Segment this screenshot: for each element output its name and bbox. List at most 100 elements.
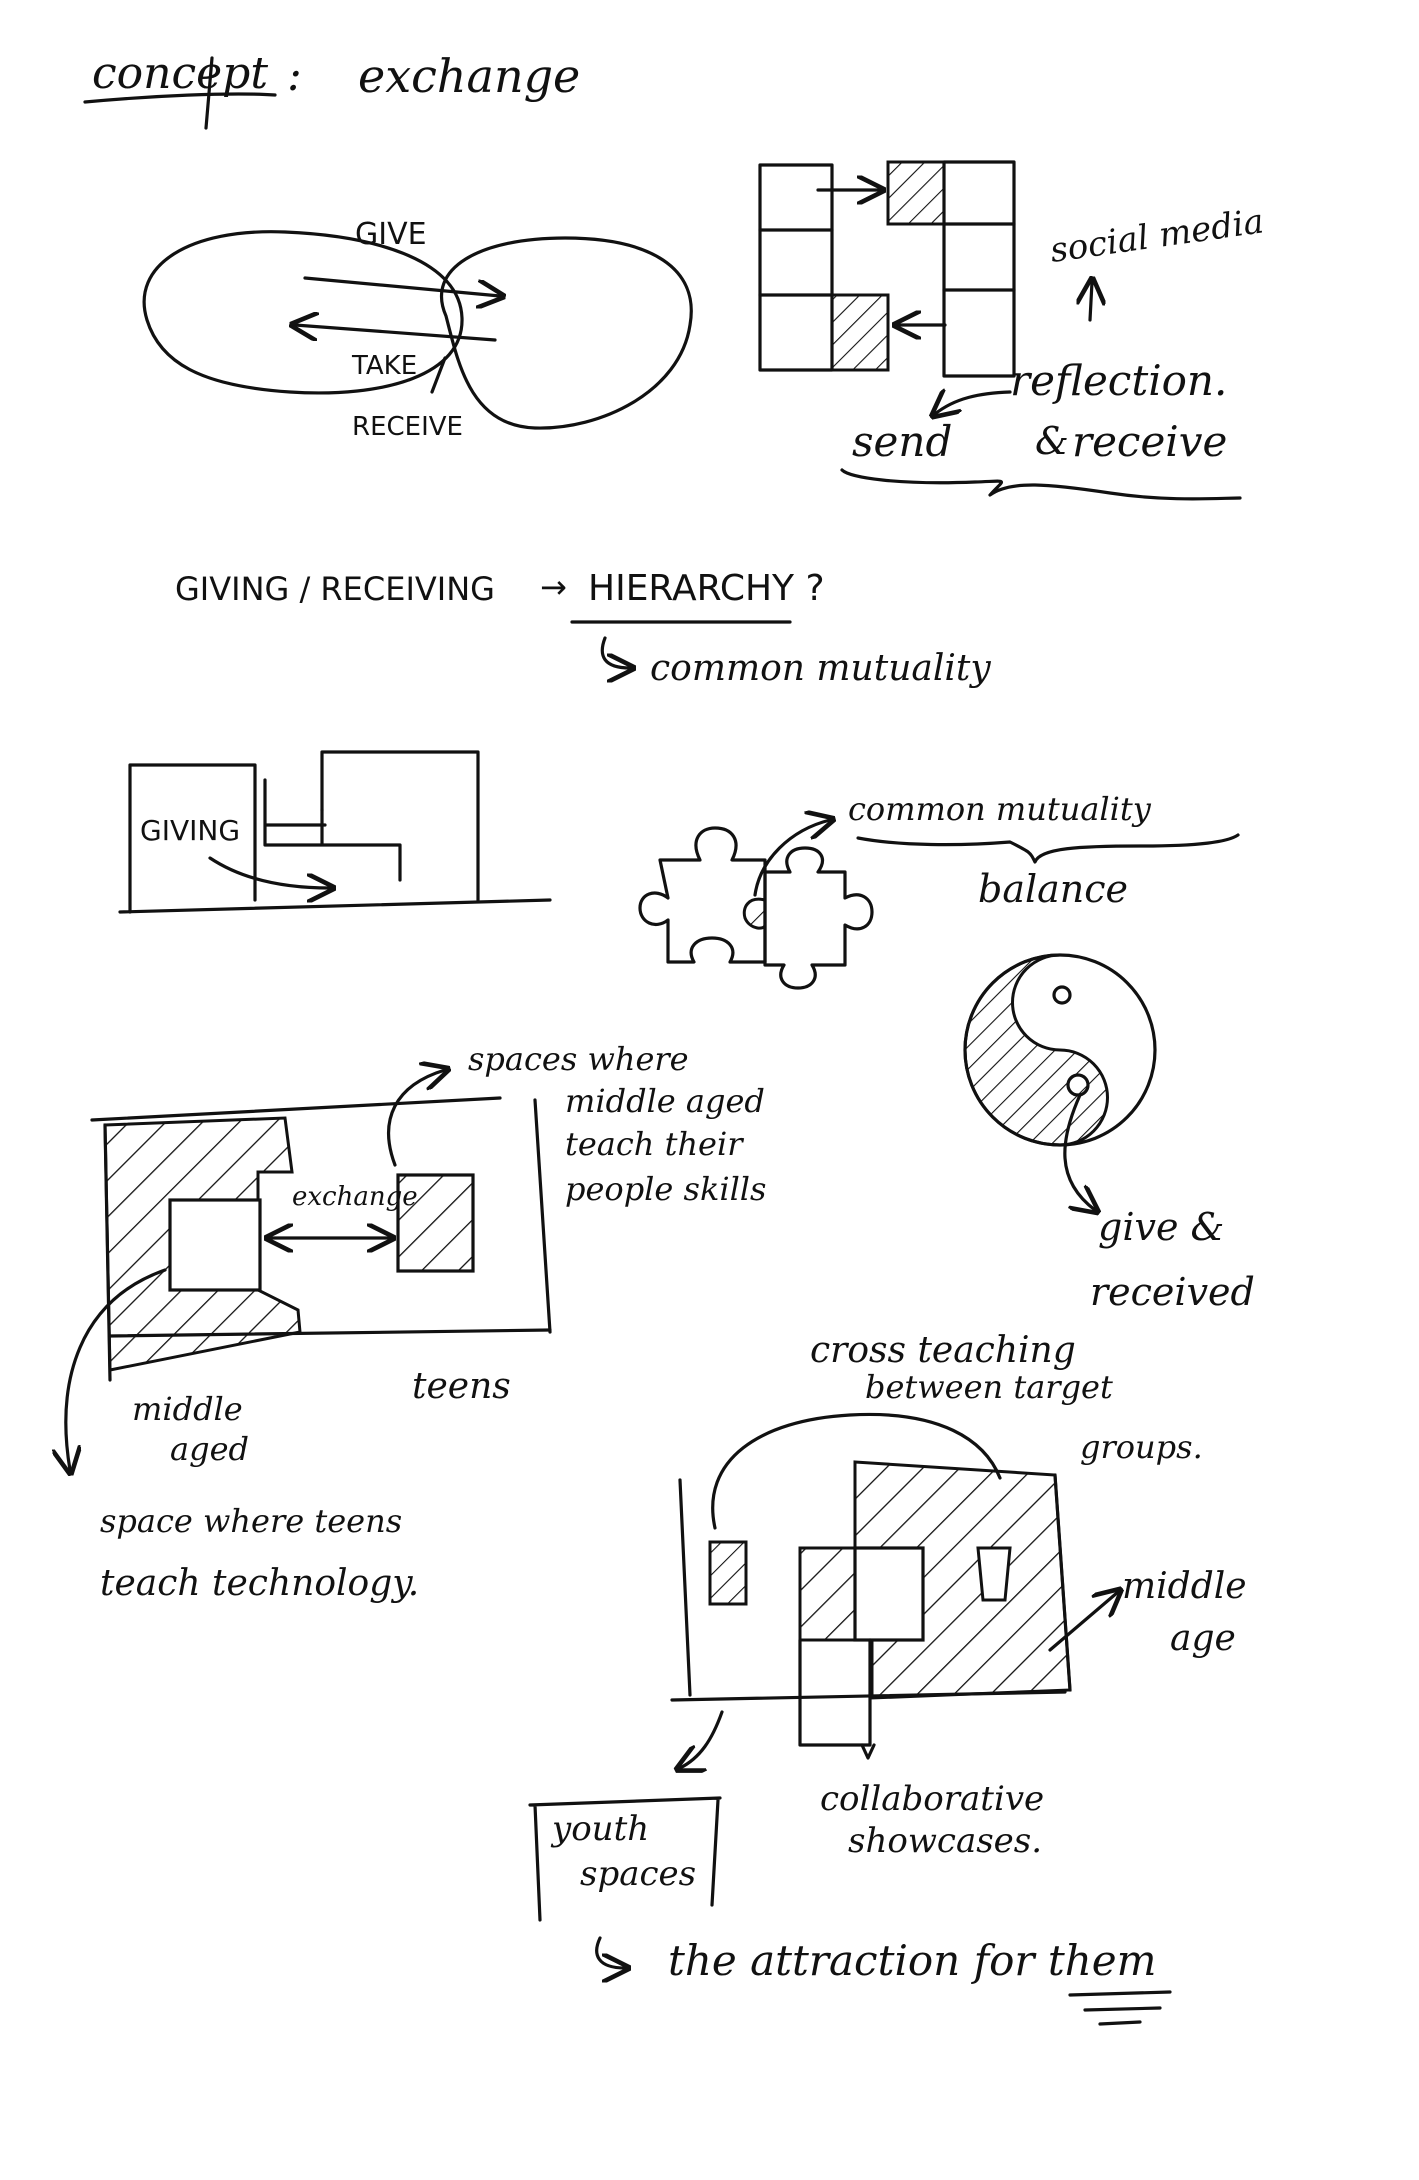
giving-receiving-text: GIVING / RECEIVING: [175, 570, 495, 608]
youth-label-2: spaces: [580, 1854, 696, 1894]
hierarchy-line: GIVING / RECEIVING → HIERARCHY ? common …: [175, 568, 991, 689]
social-media-label: social media: [1048, 201, 1267, 271]
teens-label: teens: [412, 1366, 511, 1407]
cross-middle-age-arrow: [1048, 1592, 1118, 1652]
giving-label: GIVING: [140, 814, 240, 847]
space-where-teens: space where teens: [100, 1502, 402, 1540]
cross-sketch: cross teaching between target groups. mi…: [528, 1330, 1247, 2026]
teens-top-line: [90, 1096, 502, 1122]
teach-technology: teach technology.: [100, 1563, 419, 1604]
grid-left-column: [758, 163, 834, 372]
middle-aged-label-1: middle: [132, 1390, 243, 1428]
giving-left-block: [128, 763, 257, 914]
reflection-label: reflection.: [1010, 356, 1227, 405]
spaces-line-2: middle aged: [565, 1082, 765, 1120]
cross-small-hatched-left: [708, 1540, 748, 1606]
teens-right-line: [533, 1098, 552, 1334]
youth-pointer: [680, 1710, 724, 1768]
puzzle-common-mutuality: common mutuality: [848, 790, 1152, 828]
yinyang-dot-bottom: [1066, 1073, 1090, 1097]
send-label: send: [852, 417, 952, 466]
teens-floor: [108, 1328, 552, 1338]
yinyang-dot-top: [1052, 985, 1072, 1005]
grid-right-column: [942, 160, 1016, 378]
yinyang-received: received: [1090, 1270, 1255, 1314]
yinyang-pointer: [1063, 1093, 1095, 1210]
cross-small-box-right: [976, 1546, 1012, 1602]
concept-strike: [204, 56, 214, 130]
hierarchy-hook: [600, 636, 630, 668]
yinyang-give: give &: [1098, 1205, 1224, 1249]
teens-hatched-box: [396, 1173, 475, 1273]
hierarchy-text: HIERARCHY ?: [588, 568, 825, 609]
puzzle-balance: balance: [978, 867, 1128, 911]
header: concept : exchange: [83, 48, 580, 130]
grid-hatched-cell-left: [830, 293, 890, 372]
take-arrow: [295, 325, 497, 342]
cross-left-wall: [678, 1478, 692, 1697]
spaces-line-3: teach their: [565, 1125, 744, 1163]
youth-box: [528, 1796, 722, 1922]
giving-steps: [263, 778, 402, 882]
collab-line-2: showcases.: [848, 1821, 1042, 1861]
hierarchy-common-mutuality: common mutuality: [650, 648, 991, 689]
left-oval: [142, 230, 464, 395]
grid-sketch: social media reflection. send & receive: [758, 160, 1267, 501]
cross-hatched-middle: [798, 1546, 857, 1642]
collab-line-1: collaborative: [820, 1779, 1044, 1819]
middle-aged-label-2: aged: [170, 1430, 249, 1468]
puzzle-sketch: common mutuality balance: [638, 790, 1240, 990]
concept-colon: :: [287, 50, 302, 101]
give-label: GIVE: [355, 217, 427, 252]
youth-label-1: youth: [550, 1809, 649, 1849]
cross-arc: [711, 1412, 1002, 1530]
teens-exchange-label: exchange: [292, 1182, 418, 1212]
exchange-sketch: GIVE TAKE RECEIVE: [142, 217, 693, 442]
cross-middle-age-1: middle: [1122, 1566, 1247, 1607]
cross-lower-box: [798, 1638, 872, 1747]
giving-right-block: [320, 750, 480, 902]
concept-underline: [83, 92, 277, 104]
cross-white-box: [853, 1546, 925, 1642]
receive-label: receive: [1072, 417, 1227, 466]
grid-hatched-cell-right: [886, 160, 946, 226]
social-media-arrow: [1090, 282, 1092, 322]
give-arrow: [303, 276, 500, 296]
cross-floor: [670, 1690, 1067, 1702]
cross-line-3: groups.: [1080, 1428, 1203, 1466]
take-receive-tick: [430, 356, 447, 394]
puzzle-brace: [856, 833, 1240, 864]
right-oval: [439, 236, 693, 430]
cross-middle-age-2: age: [1170, 1618, 1236, 1659]
cross-line-2: between target: [865, 1368, 1113, 1406]
attraction-hook: [595, 1936, 625, 1968]
cross-line-1: cross teaching: [810, 1330, 1076, 1371]
receive-label: RECEIVE: [352, 412, 463, 442]
teens-sketch: exchange spaces where middle aged teach …: [66, 1040, 766, 1604]
teens-spaces-arrow: [387, 1070, 445, 1167]
cross-showcase-notch: [860, 1743, 876, 1760]
concept-value: exchange: [358, 49, 580, 103]
reflection-arrow: [935, 392, 1012, 414]
teens-inner-box: [168, 1198, 262, 1292]
yinyang-hatched-half: [963, 953, 1109, 1147]
attraction-underline-2: [1083, 2006, 1162, 2012]
concept-label: concept: [92, 48, 268, 99]
giving-ground: [118, 898, 552, 914]
puzzle-knob-hatched: [742, 897, 767, 930]
giving-sketch: GIVING: [118, 750, 552, 914]
hierarchy-arrow: →: [540, 568, 567, 606]
attraction-underline-3: [1098, 2020, 1142, 2026]
send-receive-brace: [840, 468, 1242, 501]
puzzle-right-piece: [763, 846, 874, 990]
send-amp: &: [1035, 419, 1069, 463]
attraction-label: the attraction for them: [668, 1936, 1156, 1985]
take-label: TAKE: [351, 351, 417, 381]
puzzle-left-piece: [638, 826, 767, 964]
attraction-underline-1: [1068, 1990, 1172, 1997]
spaces-line-4: people skills: [565, 1170, 766, 1208]
giving-arrow: [208, 856, 330, 888]
spaces-line-1: spaces where: [468, 1040, 689, 1078]
puzzle-pointer-arrow: [753, 820, 830, 897]
